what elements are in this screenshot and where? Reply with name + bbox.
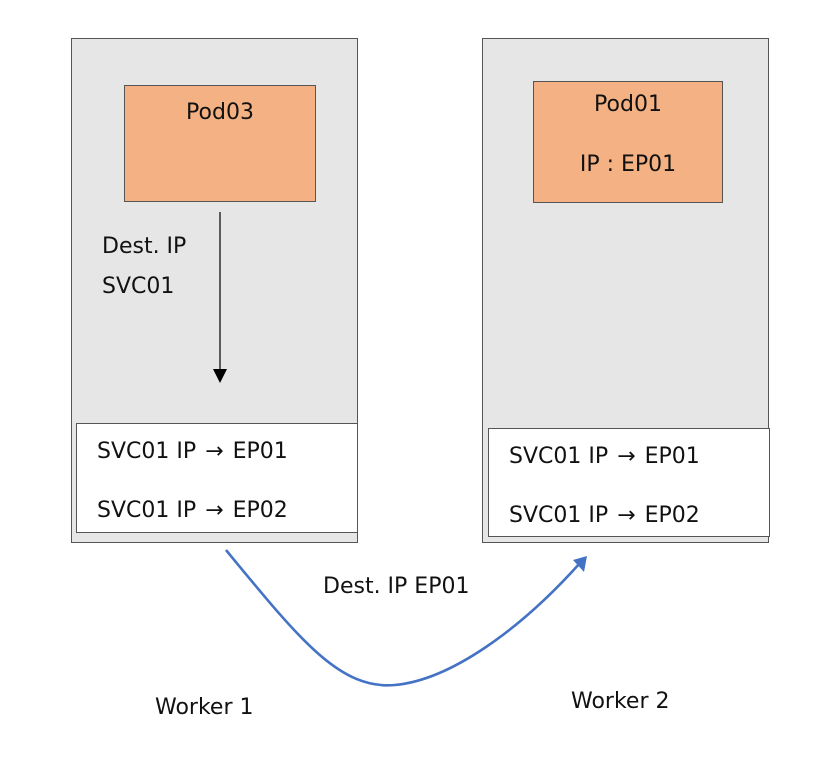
flow-dest-label: Dest. IP EP01 [323,574,470,599]
pod03-name: Pod03 [186,100,254,125]
worker-2-rules-table: SVC01 IP → EP01 SVC01 IP → EP02 [488,428,770,537]
worker-flow-arrow [224,549,581,687]
rule-source: SVC01 IP [509,503,609,528]
worker-1-node: Pod03 Dest. IP SVC01 SVC01 IP → EP01 SVC… [71,38,358,543]
rule-source: SVC01 IP [509,444,609,469]
right-arrow-icon: → [205,439,224,464]
rule-target: EP02 [644,503,700,528]
pod01-box: Pod01 IP : EP01 [533,81,723,203]
dest-svc-label: SVC01 [102,274,175,299]
rule-row: SVC01 IP → EP02 [509,503,700,529]
right-arrow-icon: → [205,498,224,523]
rule-row: SVC01 IP → EP01 [509,444,700,470]
rule-target: EP01 [232,439,288,464]
rule-row: SVC01 IP → EP02 [97,498,288,524]
rule-target: EP02 [232,498,288,523]
right-arrow-icon: → [617,444,636,469]
dest-ip-label: Dest. IP [102,234,187,259]
pod03-box: Pod03 [124,85,316,202]
rule-target: EP01 [644,444,700,469]
worker-1-rules-table: SVC01 IP → EP01 SVC01 IP → EP02 [76,423,358,533]
right-arrow-icon: → [617,503,636,528]
rule-row: SVC01 IP → EP01 [97,439,288,465]
pod01-ip: IP : EP01 [579,152,677,177]
rule-source: SVC01 IP [97,498,197,523]
rule-source: SVC01 IP [97,439,197,464]
pod01-name: Pod01 [594,92,662,117]
worker-flow-arrowhead-icon [573,556,587,572]
worker-2-label: Worker 2 [571,689,670,714]
worker-1-label: Worker 1 [155,695,254,720]
worker-2-node: Pod01 IP : EP01 SVC01 IP → EP01 SVC01 IP… [482,38,770,543]
